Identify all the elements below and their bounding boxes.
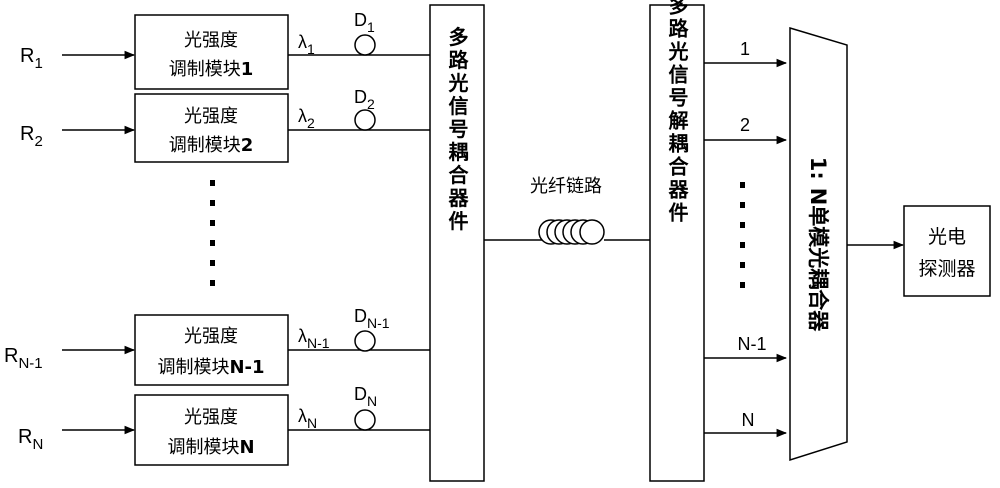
svg-text:调制模块2: 调制模块2	[169, 135, 254, 156]
single-mode-combiner: 1:N单模光耦合器	[789, 26, 848, 462]
delay-loop-1	[354, 34, 376, 56]
ellipsis-right	[740, 182, 745, 288]
input-label-n-1: RN-1	[4, 345, 43, 372]
svg-text:R1: R1	[20, 45, 43, 72]
svg-text:调制模块1: 调制模块1	[169, 59, 254, 80]
output-label-n: N	[742, 410, 755, 430]
delay-loop-n	[354, 409, 376, 431]
modulator-box-1: 光强度 调制模块1	[134, 14, 289, 90]
svg-text:光强度: 光强度	[184, 326, 238, 347]
wavelength-label-n: λN	[298, 406, 317, 431]
delay-label-n: DN	[354, 384, 377, 409]
photodetector-box: 光电 探测器	[903, 205, 991, 297]
wavelength-label-1: λ1	[298, 32, 315, 57]
optical-decoupler-box: 多路光信号解耦合器件	[649, 0, 705, 482]
wavelength-label-n-1: λN-1	[298, 326, 330, 351]
svg-text:RN-1: RN-1	[4, 345, 43, 372]
modulator-box-n-1: 光强度 调制模块N-1	[134, 314, 289, 386]
svg-text:光强度: 光强度	[184, 407, 238, 428]
svg-text:光电: 光电	[928, 226, 966, 248]
svg-text:RN: RN	[18, 426, 43, 453]
optical-coupler-box: 多路光信号耦合器件	[429, 4, 485, 482]
fiber-coil-icon	[538, 219, 605, 245]
output-label-1: 1	[740, 39, 750, 59]
input-label-1: R1	[20, 45, 43, 72]
ellipsis-left	[210, 180, 215, 286]
combiner-label: 1:N单模光耦合器	[806, 157, 830, 333]
delay-loop-2	[354, 109, 376, 131]
output-label-n-1: N-1	[737, 334, 766, 354]
svg-text:探测器: 探测器	[918, 258, 975, 280]
svg-text:光强度: 光强度	[184, 30, 238, 51]
wavelength-label-2: λ2	[298, 106, 315, 131]
modulator-box-2: 光强度 调制模块2	[134, 93, 289, 163]
delay-loop-n-1	[354, 330, 376, 352]
delay-label-2: D2	[354, 87, 375, 112]
optical-coupler-label: 多路光信号耦合器件	[445, 25, 469, 233]
fiber-link-label: 光纤链路	[530, 176, 602, 197]
svg-text:R2: R2	[20, 123, 43, 150]
svg-text:调制模块N-1: 调制模块N-1	[157, 357, 264, 378]
input-label-2: R2	[20, 123, 43, 150]
modulator-box-n: 光强度 调制模块N	[134, 394, 289, 466]
optical-decoupler-label: 多路光信号解耦合器件	[665, 0, 689, 225]
svg-text:调制模块N: 调制模块N	[167, 437, 254, 458]
delay-label-n-1: DN-1	[354, 306, 390, 331]
output-label-2: 2	[740, 115, 750, 135]
input-label-n: RN	[18, 426, 43, 453]
svg-text:光强度: 光强度	[184, 106, 238, 127]
delay-label-1: D1	[354, 10, 375, 35]
